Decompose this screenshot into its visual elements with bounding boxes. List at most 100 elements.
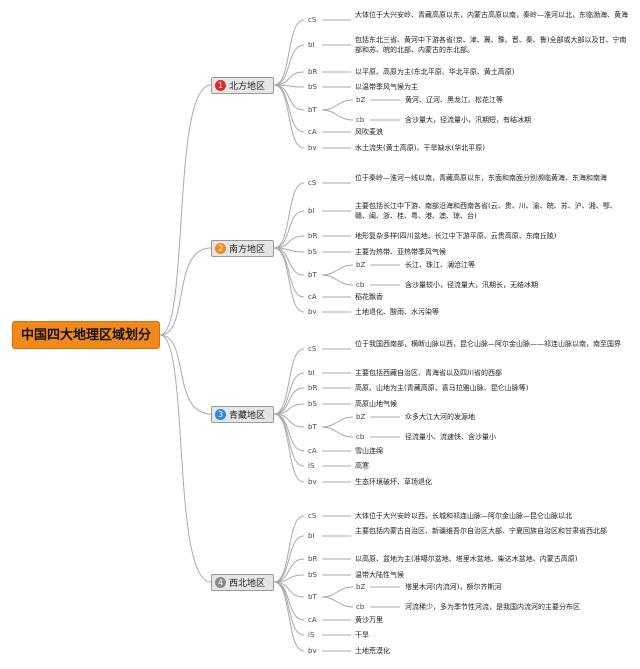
sub-item-text: 黄河、辽河、黑龙江、松花江等 [405, 96, 503, 104]
item-code: cA [308, 616, 317, 624]
item-code: cS [308, 179, 317, 187]
item-text: 主要包括西藏自治区、青海省以及四川省的西部 [355, 369, 502, 377]
item-code: cS [308, 345, 317, 353]
item-code: bT [308, 271, 317, 279]
item-text: 高原山地气候 [355, 400, 397, 408]
item-code: bI [308, 41, 315, 49]
item-code: bv [308, 308, 317, 316]
item-code: bR [308, 384, 318, 392]
sub-link-0-4-1 [321, 109, 354, 121]
sub-item-text: 长江、珠江、澜沧江等 [405, 261, 475, 269]
sub-item-text: 河流稀少，多为季节性河流，是我国内流河的主要分布区 [405, 603, 580, 611]
region-name: 南方地区 [229, 245, 266, 255]
item-text: 包括东北三省、黄河中下游各省(京、津、冀、豫、晋、秦、鲁)全部或大部以及甘、宁南… [355, 36, 627, 54]
root-topic[interactable]: 中国四大地理区域划分 [12, 321, 160, 349]
item-text: 以温带季风气候为主 [355, 83, 418, 91]
item-text: 位于我国西南部，横断山脉以西，昆仑山脉—阿尔金山脉——祁连山脉以南，南至国界 [355, 340, 621, 348]
branch-link-0-4 [273, 84, 305, 111]
item-code: bR [308, 68, 318, 76]
sub-link-0-4-0 [321, 99, 354, 111]
sub-item-code: bZ [356, 261, 366, 269]
item-text: 大体位于大兴安岭、青藏高原以东，内蒙古高原以南，秦岭—淮河以北，东临渤海、黄海 [355, 11, 628, 19]
branch-link-2-7 [273, 413, 305, 483]
item-text: 主要包括长江中下游、南部沿海和西南各省(云、贵、川、渝、皖、苏、沪、湘、鄂、赣、… [355, 202, 617, 220]
item-code: cS [308, 16, 317, 24]
region-number-badge: 4 [215, 577, 226, 588]
branch-link-2-6 [273, 413, 305, 467]
item-text: 干旱 [355, 631, 369, 639]
branch-link-0-0 [273, 19, 305, 86]
item-text: 雪山连绵 [355, 447, 383, 455]
branch-link-3-0 [273, 515, 305, 583]
item-code: bS [308, 400, 317, 408]
item-code: bS [308, 571, 317, 579]
sub-item-code: cb [356, 116, 365, 124]
region-name: 北方地区 [229, 82, 266, 92]
sub-link-3-4-0 [321, 586, 354, 598]
root-link-1 [159, 247, 212, 336]
item-text: 土地荒漠化 [355, 647, 390, 655]
branch-link-1-0 [273, 182, 305, 249]
sub-item-text: 塔里木河(内流河)，额尔齐斯河 [405, 583, 502, 591]
item-text: 温带大陆性气候 [355, 571, 404, 579]
item-text: 生态环境破坏、草场退化 [355, 478, 432, 486]
root-link-0 [159, 84, 212, 336]
item-code: bR [308, 555, 318, 563]
item-code: bT [308, 423, 317, 431]
item-text: 以高原、盆地为主(准噶尔盆地、塔里木盆地、柴达木盆地、内蒙古高原) [355, 555, 578, 563]
item-text: 地形复杂多样(四川盆地、长江中下游平原、云贵高原、东南丘陵) [355, 232, 557, 240]
sub-item-text: 含沙量大，径流量小，汛期短，有结冰期 [405, 116, 531, 124]
branch-link-2-2 [273, 387, 305, 415]
root-link-3 [159, 334, 212, 583]
sub-link-2-4-1 [321, 426, 354, 438]
region-name: 青藏地区 [229, 411, 266, 421]
branch-link-1-1 [273, 210, 305, 249]
sub-item-code: bZ [356, 96, 366, 104]
item-code: bI [308, 207, 315, 215]
item-code: cA [308, 128, 317, 136]
item-code: bv [308, 647, 317, 655]
sub-item-text: 众多大江大河的发源地 [405, 413, 475, 421]
root-link-2 [159, 334, 212, 415]
sub-item-text: 径流量小、流速快、含沙量小 [405, 433, 496, 441]
sub-item-code: cb [356, 433, 365, 441]
sub-link-1-4-0 [321, 264, 354, 276]
sub-item-code: cb [356, 281, 365, 289]
item-text: 土地退化、酸雨、水污染等 [355, 308, 439, 316]
item-code: bS [308, 248, 317, 256]
sub-link-1-4-1 [321, 274, 354, 286]
branch-link-0-5 [273, 84, 305, 133]
sub-link-2-4-0 [321, 416, 354, 428]
sub-item-text: 含沙量较小，径流量大，汛期长，无结冰期 [405, 281, 538, 289]
branch-link-1-6 [273, 247, 305, 313]
item-text: 黄沙万里 [355, 616, 383, 624]
item-text: 以平原、高原为主(东北平原、华北平原、黄土高原) [355, 68, 515, 76]
branch-link-2-3 [273, 403, 305, 415]
item-code: bI [308, 532, 315, 540]
region-number-badge: 2 [215, 243, 226, 254]
item-code: cA [308, 447, 317, 455]
branch-link-3-7 [273, 581, 305, 652]
item-text: 主要包括内蒙古自治区、新疆维吾尔自治区大部、宁夏回族自治区和甘肃省西北部 [355, 527, 607, 535]
item-code: bS [308, 83, 317, 91]
item-code: cA [308, 293, 317, 301]
item-text: 水土流失(黄土高原)、干旱缺水(华北平原) [355, 144, 485, 152]
branch-link-0-6 [273, 84, 305, 149]
item-text: 位于秦岭—淮河一线以南，青藏高原以东，东面和南面分别濒临黄海、东海和南海 [355, 174, 607, 182]
sub-item-code: bZ [356, 583, 366, 591]
item-code: bR [308, 232, 318, 240]
item-code: bv [308, 144, 317, 152]
item-code: bT [308, 593, 317, 601]
item-text: 高寒 [355, 462, 369, 470]
item-text: 高原、山地为主(青藏高原、喜马拉雅山脉、昆仑山脉等) [355, 384, 529, 392]
item-text: 主要为热带、亚热带季风气候 [355, 248, 446, 256]
sub-item-code: cb [356, 603, 365, 611]
item-code: iS [308, 631, 315, 639]
item-code: bI [308, 369, 315, 377]
item-text: 大体位于大兴安岭以西，长城和祁连山脉—阿尔金山脉—昆仑山脉以北 [355, 512, 572, 520]
